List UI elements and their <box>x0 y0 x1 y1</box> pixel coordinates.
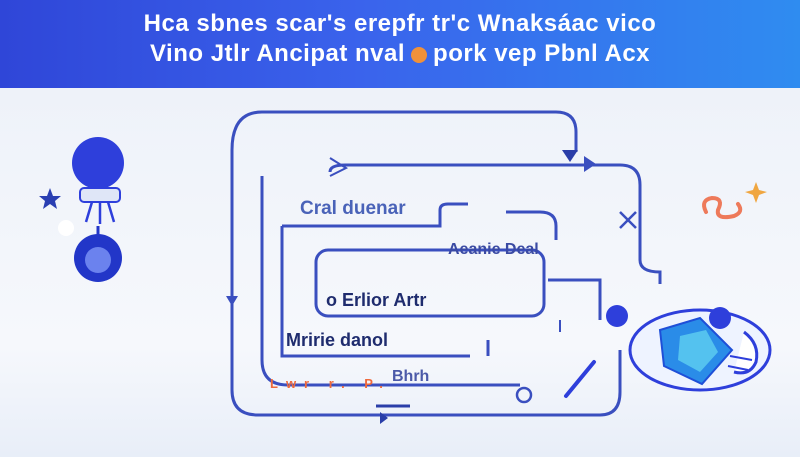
bot-eye-right-icon <box>709 307 731 329</box>
arrow-down-top-icon <box>562 150 578 162</box>
diagram-label-orange: Lwr r. P. <box>270 376 391 391</box>
orange-dot-icon <box>411 46 428 63</box>
third-loop-path <box>282 202 468 228</box>
diagram-label-top: Cral duenar <box>300 198 406 219</box>
spark-icon <box>745 182 767 203</box>
outer-loop-path <box>230 110 578 152</box>
cross-mark-icon <box>619 211 637 229</box>
diagram-label-middle: o Erlior Artr <box>326 290 427 310</box>
inner-connector <box>548 278 602 320</box>
second-loop-path <box>260 176 520 387</box>
bot-eye-left-icon <box>606 305 628 327</box>
diagram-label-bottom: Bhrh <box>392 368 430 385</box>
diagram-background <box>0 88 800 457</box>
crystal-facet <box>678 330 718 372</box>
arrow-down-icon <box>226 296 238 306</box>
diagram-label-right: Aeanie Deal <box>448 241 539 258</box>
star-icon <box>39 188 61 209</box>
blue-blob-icon <box>72 137 124 189</box>
banner-line-2-start: Vino Jtlr Ancipat nval <box>149 40 406 67</box>
second-loop-top <box>328 163 662 284</box>
white-dot <box>58 220 74 236</box>
arrow-right-icon <box>584 156 596 172</box>
small-ring-icon <box>515 386 533 404</box>
bot-stripes <box>727 355 753 371</box>
banner-line-2-end: pork vep Pbnl Acx <box>433 40 651 67</box>
lens-inner <box>85 247 111 273</box>
header-banner: Hca sbnes scar's erepfr tr'c Wnaksáac vi… <box>0 0 800 88</box>
pen-icon <box>564 360 596 398</box>
third-loop-right <box>506 210 558 240</box>
inner-box <box>314 248 546 318</box>
diagram-label-lower: Mririe danol <box>286 330 389 350</box>
outer-loop-left <box>230 150 622 417</box>
dome-base <box>79 187 121 203</box>
swirl-icon <box>702 195 743 220</box>
small-arrow-icon <box>329 157 349 177</box>
third-loop-left <box>280 226 470 358</box>
arrow-bottom-icon <box>380 412 388 424</box>
banner-title-line-2: Vino Jtlr Ancipat nval pork vep Pbnl Acx <box>0 40 800 68</box>
banner-title-line-1: Hca sbnes scar's erepfr tr'c Wnaksáac vi… <box>143 10 657 37</box>
tripod-icon <box>84 201 116 224</box>
bot-hand-icon <box>733 330 759 375</box>
